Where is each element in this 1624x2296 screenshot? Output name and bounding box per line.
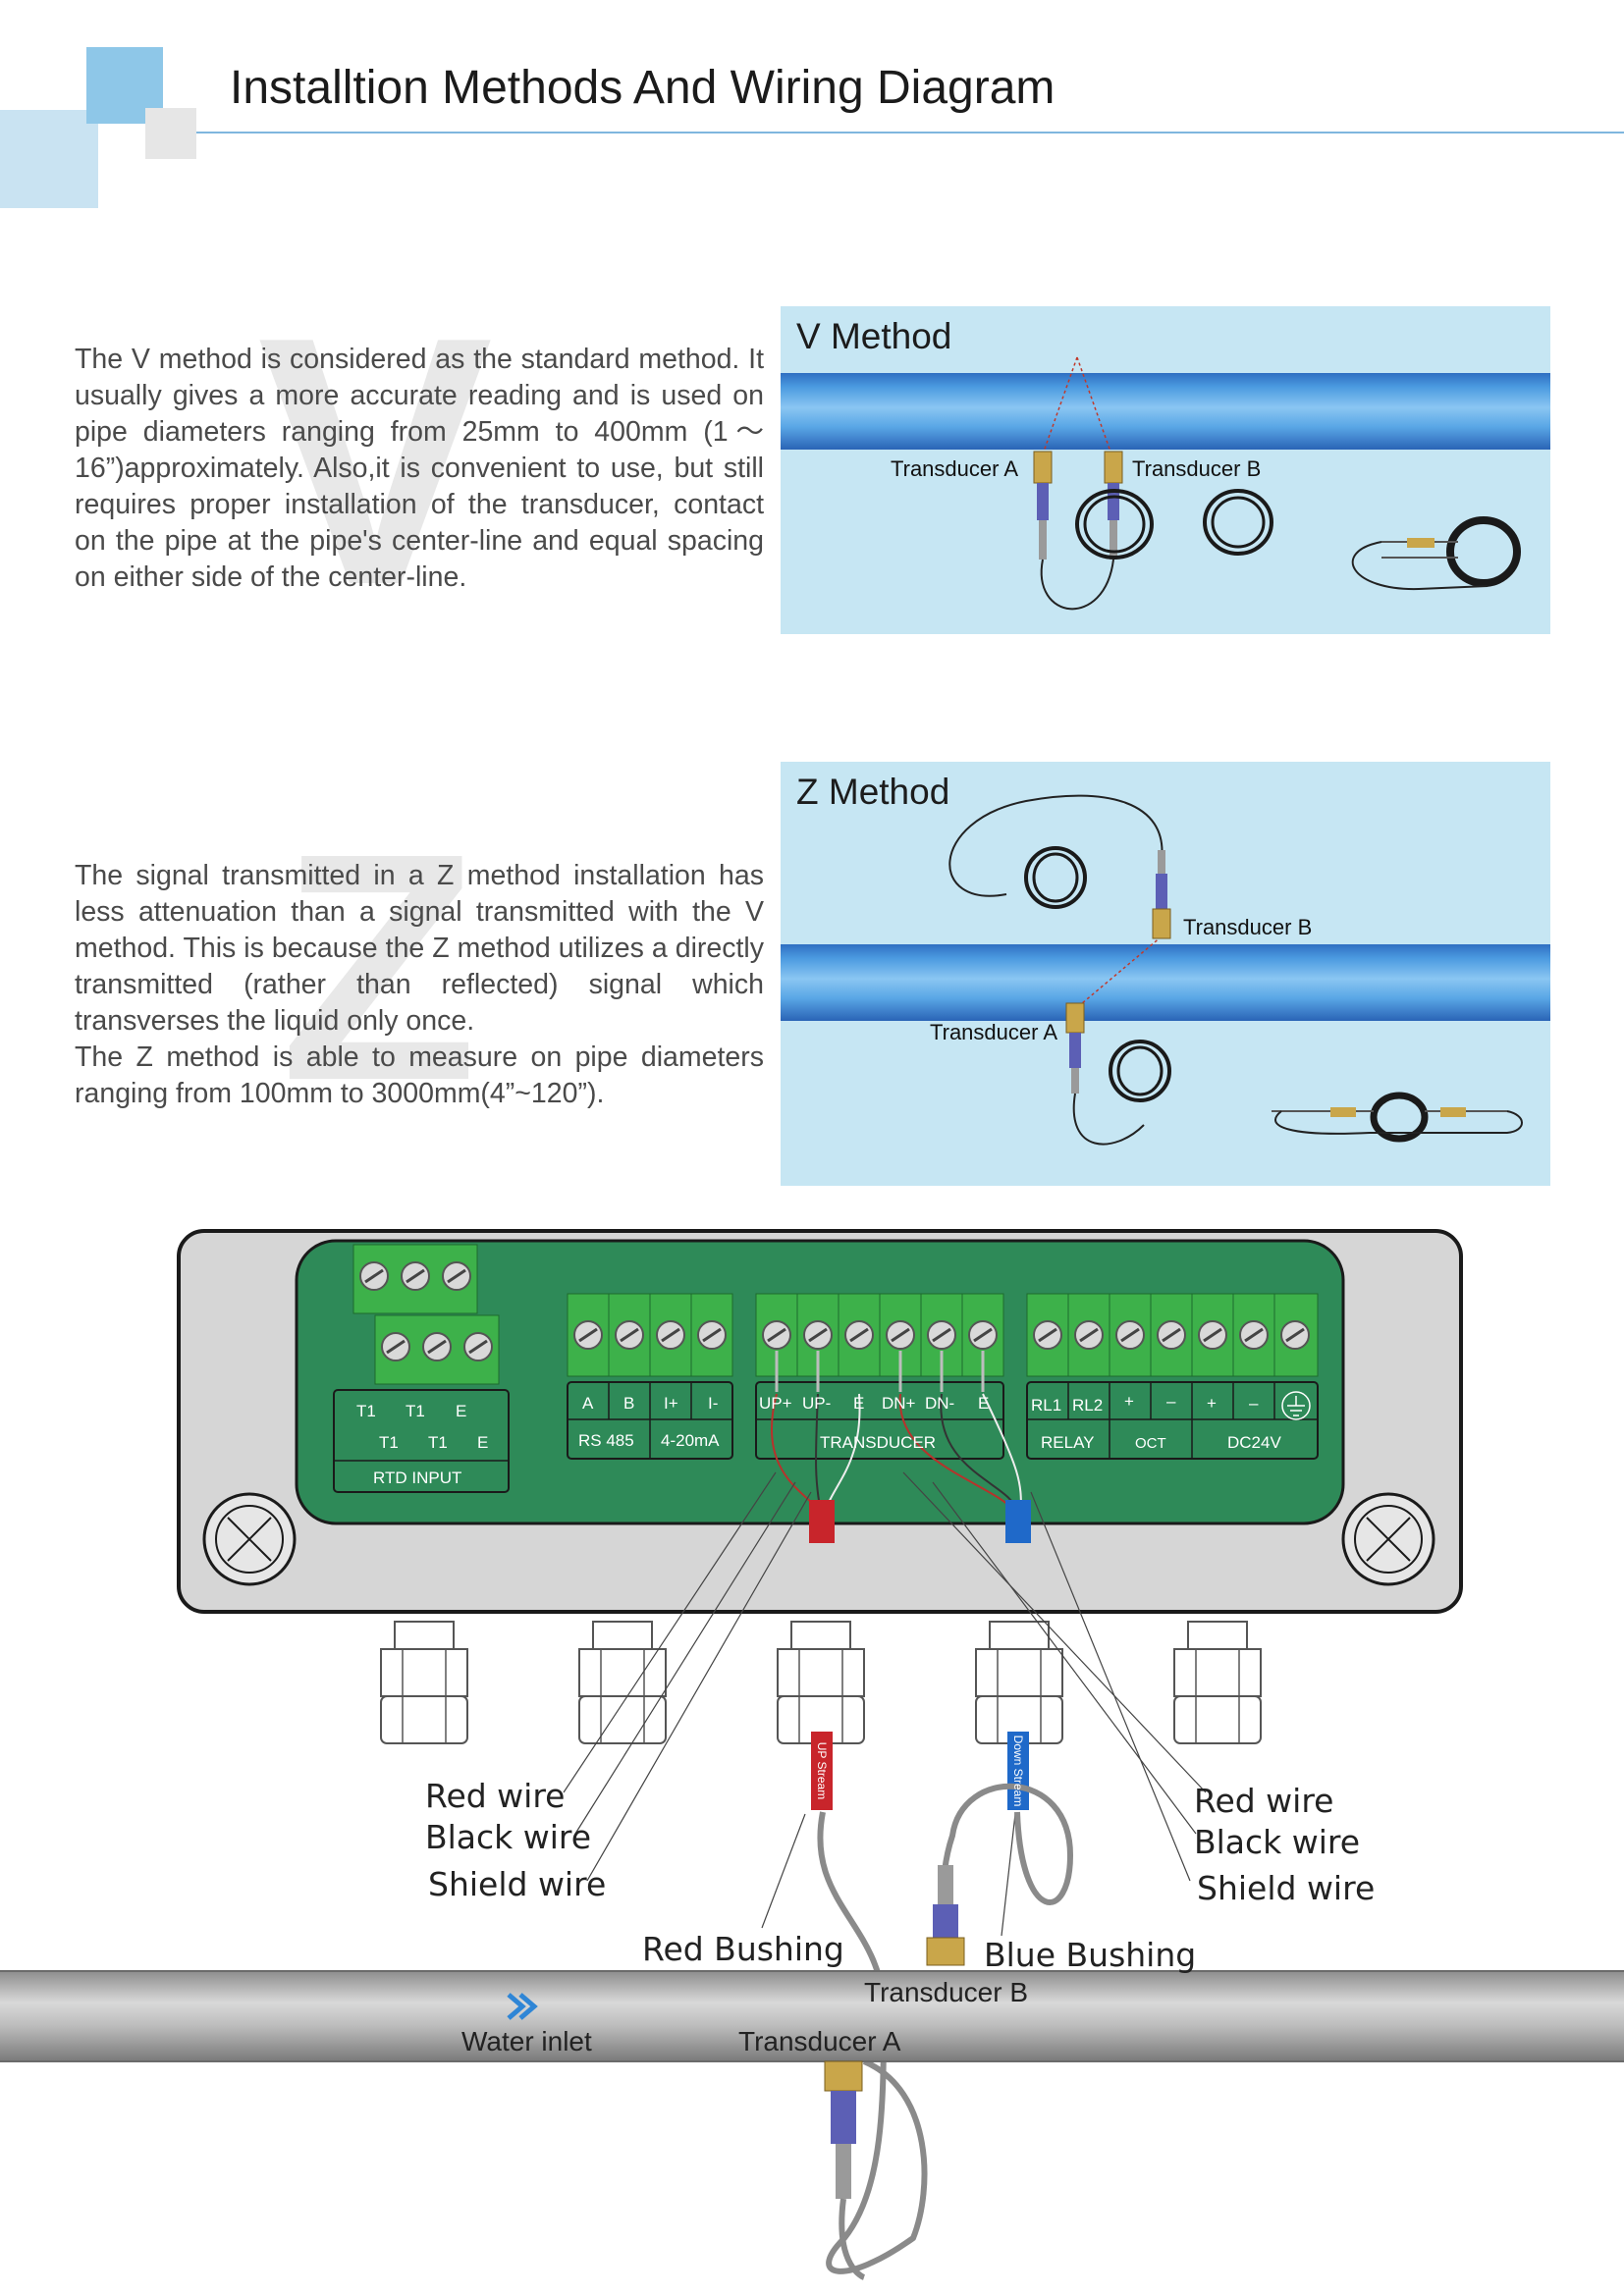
relay-pin-1: RL1	[1031, 1396, 1062, 1415]
z-method-panel: Z Method Transducer B Transducer A	[781, 762, 1550, 1186]
rtd-pin-4: T1	[379, 1433, 399, 1452]
page-title: Installtion Methods And Wiring Diagram	[230, 62, 1056, 114]
rtd-pin-5: T1	[428, 1433, 448, 1452]
relay-label: RELAY	[1041, 1433, 1095, 1452]
analog-pin-plus: I+	[664, 1394, 678, 1413]
left-red-wire-label: Red wire	[425, 1777, 566, 1815]
transducer-pin-e2: E	[978, 1394, 990, 1413]
z-method-description: The signal transmitted in a Z method ins…	[75, 858, 764, 1112]
z-transducer-b-label: Transducer B	[1183, 915, 1313, 939]
z-method-illustration	[948, 794, 1523, 1146]
left-black-wire-label: Black wire	[425, 1818, 592, 1856]
v-transducer-b-label: Transducer B	[1132, 456, 1262, 481]
rs485-pin-a: A	[582, 1394, 594, 1413]
v-method-description: The V method is considered as the standa…	[75, 342, 764, 596]
header-square-grey	[145, 108, 196, 159]
transducer-pin-e1: E	[853, 1394, 865, 1413]
z-transducer-a-label: Transducer A	[930, 1020, 1058, 1044]
rs485-pin-b: B	[623, 1394, 635, 1413]
transducer-pin-dn-minus: DN-	[925, 1394, 955, 1413]
rtd-pin-6: E	[477, 1433, 489, 1452]
transducer-label: TRANSDUCER	[820, 1433, 937, 1452]
rtd-pin-1: T1	[356, 1402, 376, 1420]
right-black-wire-label: Black wire	[1194, 1823, 1361, 1861]
relay-pin-2: RL2	[1072, 1396, 1104, 1415]
rtd-pin-3: E	[456, 1402, 467, 1420]
z-method-pipe	[781, 944, 1550, 1021]
analog-pin-minus: I-	[708, 1394, 719, 1413]
oct-label: OCT	[1135, 1435, 1166, 1452]
down-stream-tag: Down Stream	[1011, 1735, 1025, 1807]
v-transducer-a-label: Transducer A	[891, 456, 1019, 481]
z-watermark-letter: Z	[280, 785, 478, 1148]
dc-pin-plus: +	[1207, 1394, 1217, 1413]
left-shield-wire-label: Shield wire	[428, 1865, 607, 1903]
header-square-light	[0, 110, 98, 208]
transducer-a-label: Transducer A	[738, 2026, 901, 2056]
analog-label: 4-20mA	[661, 1431, 720, 1450]
z-method-text-1: The signal transmitted in a Z method ins…	[75, 860, 764, 1037]
oct-pin-minus: –	[1166, 1392, 1176, 1411]
z-method-text-2: The Z method is able to measure on pipe …	[75, 1041, 764, 1109]
transducer-pin-up-minus: UP-	[802, 1394, 832, 1413]
v-method-title: V Method	[796, 316, 952, 356]
v-method-text: The V method is considered as the standa…	[75, 344, 764, 593]
transducer-b-label: Transducer B	[864, 1977, 1029, 2007]
right-red-wire-label: Red wire	[1194, 1782, 1334, 1820]
rtd-input-label: RTD INPUT	[373, 1468, 462, 1487]
title-divider	[196, 132, 1624, 133]
dc-pin-minus: –	[1249, 1394, 1259, 1413]
oct-pin-plus: +	[1124, 1392, 1134, 1411]
blue-bushing-label: Blue Bushing	[984, 1936, 1197, 1974]
z-method-title: Z Method	[796, 772, 950, 812]
rs485-label: RS 485	[578, 1431, 634, 1450]
water-inlet-label: Water inlet	[461, 2026, 592, 2056]
up-stream-tag: UP Stream	[815, 1741, 829, 1800]
transducer-pin-up-plus: UP+	[759, 1394, 792, 1413]
v-method-panel: V Method Transducer A Transducer B	[781, 306, 1550, 634]
transducer-pin-dn-plus: DN+	[882, 1394, 916, 1413]
dc24v-label: DC24V	[1227, 1433, 1281, 1452]
rtd-pin-2: T1	[406, 1402, 425, 1420]
right-shield-wire-label: Shield wire	[1197, 1869, 1376, 1907]
v-watermark-letter: V	[257, 264, 494, 659]
v-method-pipe	[781, 373, 1550, 450]
v-method-illustration	[1033, 356, 1521, 611]
red-bushing-label: Red Bushing	[642, 1930, 844, 1968]
